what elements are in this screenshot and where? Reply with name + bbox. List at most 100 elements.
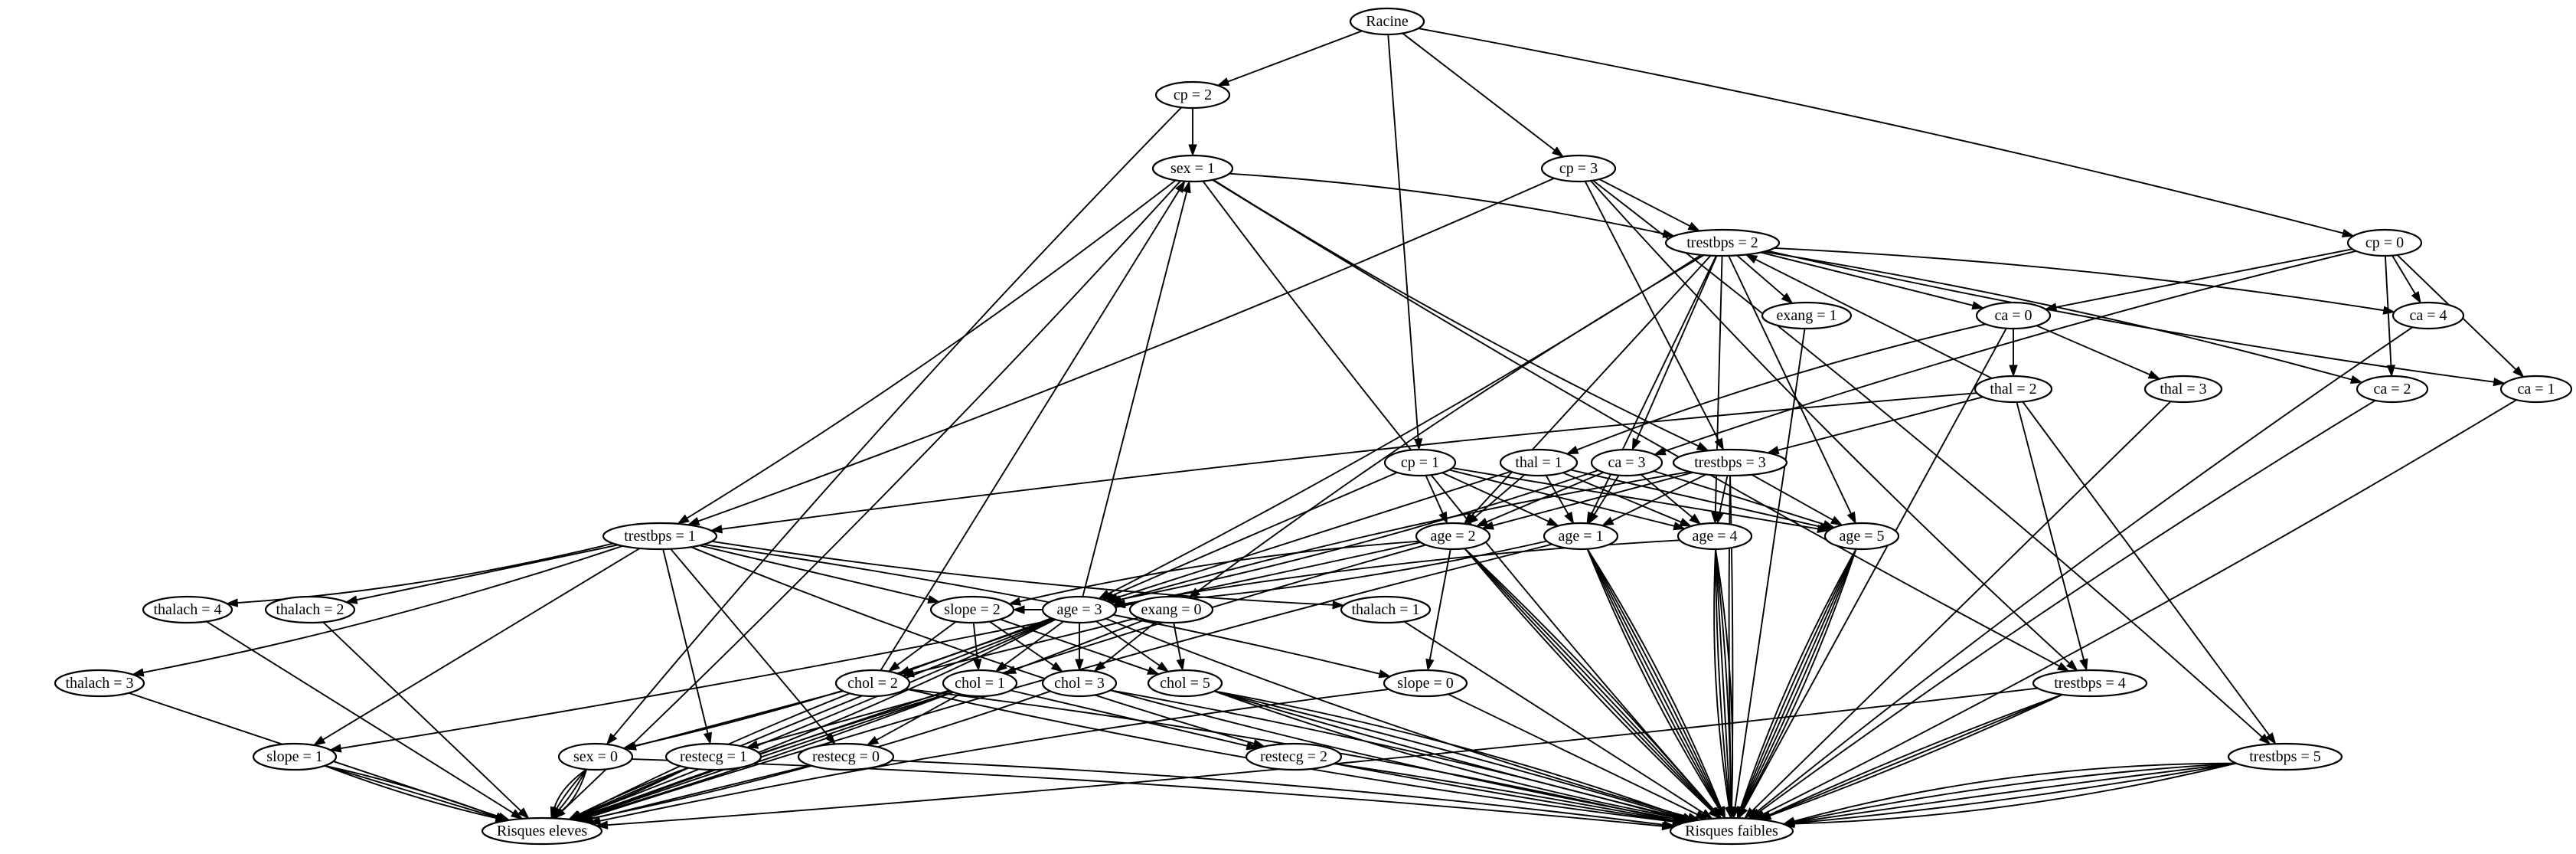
node-ellipse	[2143, 375, 2223, 404]
node-ellipse	[2499, 375, 2573, 404]
arrowhead-icon	[1466, 513, 1479, 525]
edge-line	[699, 545, 929, 600]
edge-line	[1584, 181, 1719, 441]
arrowhead-icon	[1050, 661, 1064, 672]
edge-line	[1794, 762, 2237, 823]
node-ellipse	[2356, 375, 2429, 404]
node-racine: Racine	[1349, 7, 1425, 36]
node-restecg1: restecg = 1	[664, 742, 762, 771]
edge-cp3-to-trestbps1	[687, 177, 1555, 525]
edge-line	[578, 767, 689, 816]
edge-line	[1124, 540, 1547, 605]
arrowhead-icon	[2411, 291, 2421, 304]
arrowhead-icon	[1378, 669, 1392, 679]
edge-line	[324, 764, 498, 819]
edge-cp3-to-trestbps4	[1590, 180, 2078, 672]
edge-trestbps1-to-thalach2	[344, 544, 619, 604]
node-ellipse	[1383, 448, 1457, 477]
node-trestbps1: trestbps = 1	[602, 522, 718, 551]
node-ellipse	[1761, 301, 1853, 330]
arrowhead-icon	[1546, 517, 1559, 527]
edge-line	[599, 689, 1389, 822]
node-age3: age = 3	[1041, 595, 1118, 624]
edge-line	[1112, 472, 1398, 597]
edge-line	[2055, 248, 2353, 309]
edge-line	[1752, 401, 2172, 812]
edge-line	[1715, 548, 1732, 808]
arrowhead-icon	[1687, 221, 1701, 232]
edge-line	[1197, 254, 1705, 593]
node-exang1: exang = 1	[1761, 301, 1853, 330]
edge-line	[1653, 470, 1824, 525]
arrowhead-icon	[1601, 516, 1614, 526]
edge-slope2-to-chol2	[887, 620, 957, 672]
node-label: chol = 1	[955, 675, 1005, 692]
edge-trestbps4-to-risques_faibles	[1758, 693, 2063, 820]
arrowhead-icon	[1695, 810, 1709, 820]
node-ellipse	[1245, 742, 1343, 771]
node-label: cp = 2	[1174, 87, 1212, 103]
node-ellipse	[2032, 669, 2148, 698]
edge-line	[1762, 399, 2517, 815]
edge-line	[553, 768, 587, 809]
node-label: thalach = 2	[276, 601, 344, 618]
node-cp2: cp = 2	[1154, 80, 1231, 110]
edge-line	[1586, 548, 1721, 810]
node-label: exang = 1	[1776, 307, 1837, 324]
node-ellipse	[1154, 80, 1231, 110]
node-label: thal = 2	[1990, 381, 2036, 398]
edge-line	[557, 769, 587, 811]
edge-thal2-to-trestbps5	[2022, 401, 2277, 745]
edge-trestbps5-to-risques_faibles	[1782, 762, 2237, 828]
node-ellipse	[557, 742, 634, 771]
node-label: chol = 3	[1054, 675, 1105, 692]
edge-thal1-to-age2	[1466, 474, 1526, 525]
edge-line	[1202, 180, 1715, 811]
node-exang0: exang = 0	[1128, 595, 1214, 624]
edge-line	[756, 690, 952, 746]
edge-chol2-to-sex0	[623, 690, 844, 751]
node-label: age = 4	[1692, 528, 1737, 545]
node-ellipse	[1147, 669, 1223, 698]
edge-ca0-to-thal3	[2036, 325, 2161, 380]
edge-line	[322, 621, 522, 812]
node-ellipse	[1415, 522, 1491, 551]
arrowhead-icon	[866, 735, 880, 746]
edge-line	[721, 392, 1977, 530]
edge-line	[584, 691, 954, 818]
edge-exang0-to-chol5	[1173, 622, 1185, 672]
edge-line	[580, 619, 1056, 817]
arrowhead-icon	[2258, 733, 2271, 745]
edge-line	[1004, 620, 1064, 666]
edge-line	[896, 620, 957, 666]
node-cp0: cp = 0	[2346, 228, 2423, 257]
edge-trestbps2-to-ca0	[1760, 251, 1985, 310]
arrowhead-icon	[2079, 658, 2088, 672]
edge-line	[322, 548, 641, 741]
arrowhead-icon	[1475, 518, 1489, 527]
edge-line	[1213, 690, 1684, 818]
arrowhead-icon	[901, 669, 915, 678]
edge-restecg0-to-risques_eleves	[580, 764, 811, 823]
node-thal3: thal = 3	[2143, 375, 2223, 404]
arrowhead-icon	[1689, 513, 1702, 525]
edge-line	[1768, 693, 2063, 816]
node-ellipse	[54, 669, 145, 698]
node-chol1: chol = 1	[942, 669, 1018, 698]
edge-line	[1212, 178, 2060, 667]
arrowhead-icon	[2056, 662, 2070, 672]
node-label: thal = 3	[2160, 381, 2206, 398]
node-label: trestbps = 5	[2249, 748, 2321, 765]
arrowhead-icon	[1109, 595, 1122, 604]
arrowhead-icon	[1157, 661, 1170, 672]
edge-line	[1794, 762, 2237, 824]
arrowhead-icon	[1093, 660, 1106, 672]
edge-trestbps2-to-ca2	[1763, 250, 2363, 384]
node-label: restecg = 1	[680, 748, 747, 765]
edge-line	[1471, 254, 1712, 517]
edge-slope2-to-chol5	[1000, 618, 1161, 675]
edge-line	[580, 619, 1056, 816]
arrowhead-icon	[1679, 518, 1693, 527]
node-ellipse	[1128, 595, 1214, 624]
